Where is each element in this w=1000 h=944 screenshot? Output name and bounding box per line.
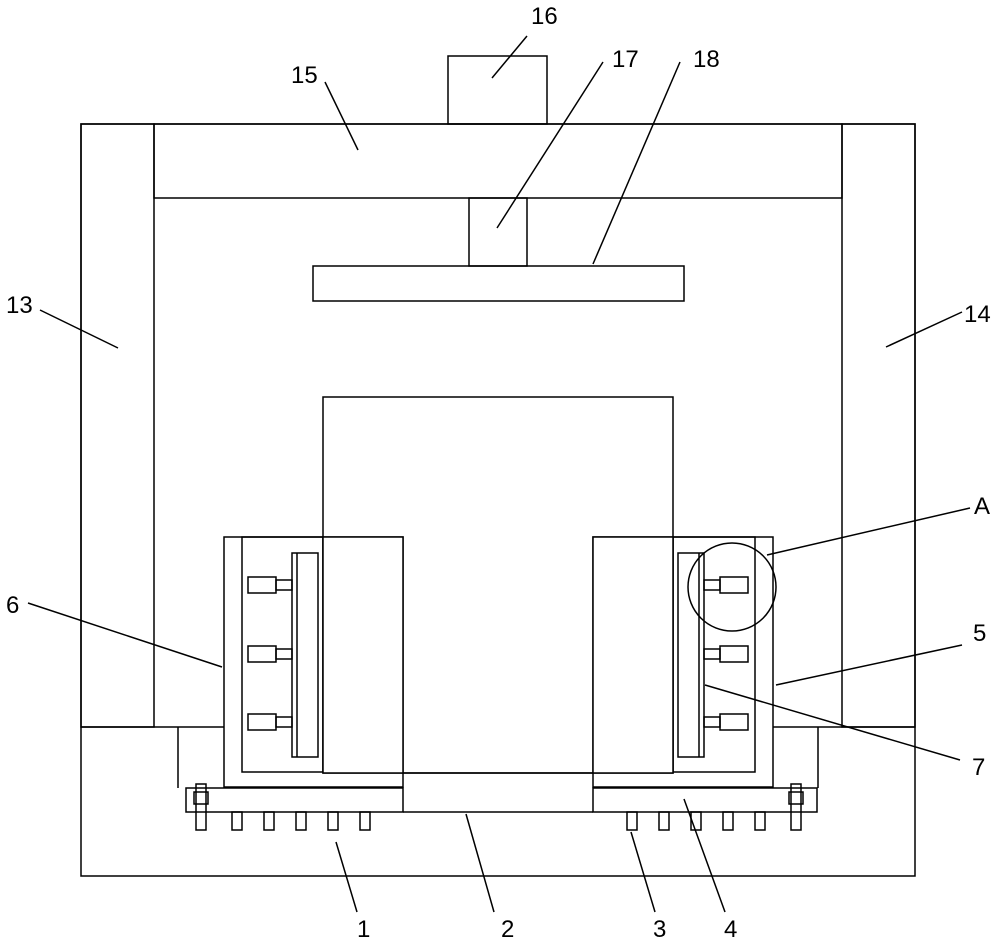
left-springs <box>247 576 293 731</box>
label-a: A <box>974 493 990 520</box>
left-clamp-inner <box>241 536 324 773</box>
motor-block <box>447 55 548 125</box>
label-13: 13 <box>6 292 33 319</box>
label-5: 5 <box>973 620 986 647</box>
label-6: 6 <box>6 592 19 619</box>
label-15: 15 <box>291 62 318 89</box>
label-3: 3 <box>653 916 666 943</box>
right-springs <box>703 576 749 731</box>
label-2: 2 <box>501 916 514 943</box>
label-4: 4 <box>724 916 737 943</box>
top-beam <box>153 123 843 199</box>
right-end-stop <box>790 783 802 831</box>
leader-lines <box>27 35 971 913</box>
right-clamp-block <box>592 536 674 774</box>
right-column <box>841 123 916 728</box>
left-end-stop-cap <box>193 791 209 805</box>
label-1: 1 <box>357 916 370 943</box>
press-plate <box>312 265 685 302</box>
label-18: 18 <box>693 46 720 73</box>
right-pins <box>626 811 766 831</box>
left-column <box>80 123 155 728</box>
label-17: 17 <box>612 46 639 73</box>
left-pad <box>291 552 319 758</box>
label-14: 14 <box>964 301 991 328</box>
right-end-stop-cap <box>788 791 804 805</box>
left-clamp-block <box>322 536 404 774</box>
right-pad <box>677 552 705 758</box>
left-pins <box>231 811 371 831</box>
outer-frame <box>80 123 916 877</box>
label-16: 16 <box>531 3 558 30</box>
left-end-stop <box>195 783 207 831</box>
left-bottom-plate <box>185 787 404 813</box>
detail-circle-a <box>687 542 777 632</box>
label-7: 7 <box>972 754 985 781</box>
right-bottom-plate <box>592 787 818 813</box>
right-clamp-inner <box>672 536 756 773</box>
shaft <box>468 197 528 267</box>
